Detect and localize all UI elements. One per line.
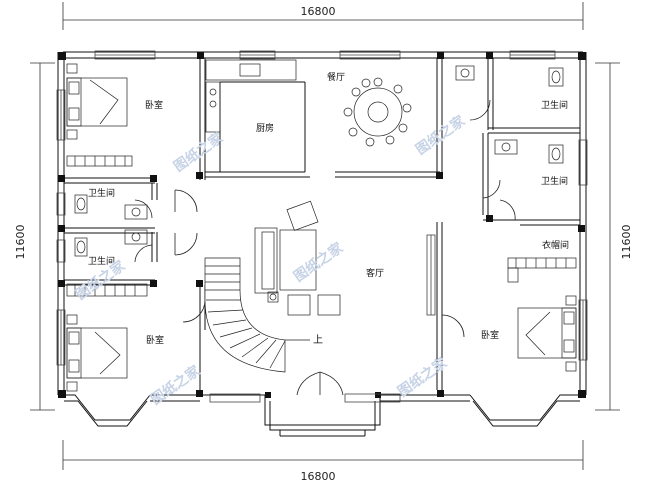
furniture <box>66 59 577 392</box>
bottom-width-dimension: 16800 <box>301 470 336 483</box>
top-width-dimension: 16800 <box>301 5 336 18</box>
watermark: 图纸之家 <box>171 129 227 176</box>
left-height-dimension: 11600 <box>14 225 27 260</box>
bedroom-bottom-right-label: 卧室 <box>481 329 499 341</box>
bath-left-lower-label: 卫生间 <box>88 255 115 267</box>
bedroom-bottom-left-label: 卧室 <box>146 334 164 346</box>
watermark: 图纸之家 <box>413 112 469 159</box>
living-label: 客厅 <box>366 267 384 279</box>
bedroom-top-left-label: 卧室 <box>145 99 163 111</box>
closet-label: 衣帽间 <box>542 239 569 251</box>
stair-up-label: 上 <box>313 334 323 346</box>
windows <box>56 50 588 403</box>
doors <box>134 99 516 396</box>
dining-label: 餐厅 <box>327 71 345 83</box>
bath-top-right-label: 卫生间 <box>541 99 568 111</box>
bath-right-mid-label: 卫生间 <box>541 175 568 187</box>
watermark: 图纸之家 <box>291 239 347 286</box>
outer-walls <box>57 51 587 437</box>
kitchen-label: 厨房 <box>256 122 274 134</box>
right-height-dimension: 11600 <box>620 225 633 260</box>
interior-walls <box>64 58 580 395</box>
bath-left-upper-label: 卫生间 <box>88 187 115 199</box>
columns <box>58 52 586 398</box>
dimension-lines <box>30 2 620 470</box>
